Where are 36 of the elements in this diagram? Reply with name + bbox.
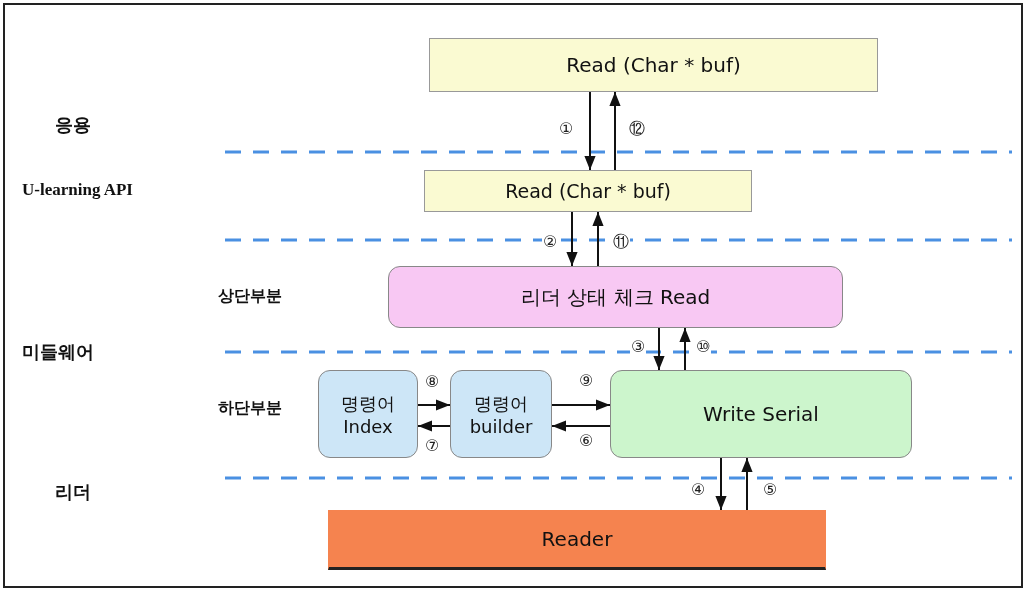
layer-label: 상단부분: [218, 286, 282, 306]
arrow: [551, 420, 611, 432]
edge-label: ⑩: [695, 338, 712, 356]
layer-label: 하단부분: [218, 398, 282, 418]
arrow: [592, 211, 604, 267]
arrow: [566, 211, 578, 267]
layer-label: 응용: [55, 114, 91, 137]
node-label: Read (Char * buf): [566, 53, 741, 77]
arrow: [741, 457, 753, 511]
node-label: Reader: [541, 527, 613, 551]
api-box: [424, 170, 752, 212]
node-label: 명령어 builder: [468, 391, 534, 437]
layer-label: 미들웨어: [22, 341, 94, 364]
arrow: [417, 399, 451, 411]
layer-label: 리더: [55, 481, 91, 504]
arrow: [715, 457, 727, 511]
process-box: [610, 370, 912, 458]
node-label: Write Serial: [703, 402, 819, 426]
function-box: [429, 38, 878, 92]
edge-label: ③: [630, 338, 647, 356]
arrow: [679, 327, 691, 371]
process-box: [318, 370, 418, 458]
edge-label: ⑪: [612, 233, 630, 251]
arrow: [551, 399, 611, 411]
node-label: 리더 상태 체크 Read: [520, 283, 711, 311]
arrow: [584, 91, 596, 171]
reader-box: [328, 510, 826, 570]
process-box: [450, 370, 552, 458]
edge-label: ⑫: [628, 120, 646, 138]
arrow: [609, 91, 621, 171]
node-label: Read (Char * buf): [505, 180, 671, 202]
node-label: 명령어 Index: [340, 391, 396, 437]
process-box: [388, 266, 843, 328]
arrow: [417, 420, 451, 432]
layer-label: U-learning API: [22, 180, 133, 200]
arrow: [653, 327, 665, 371]
